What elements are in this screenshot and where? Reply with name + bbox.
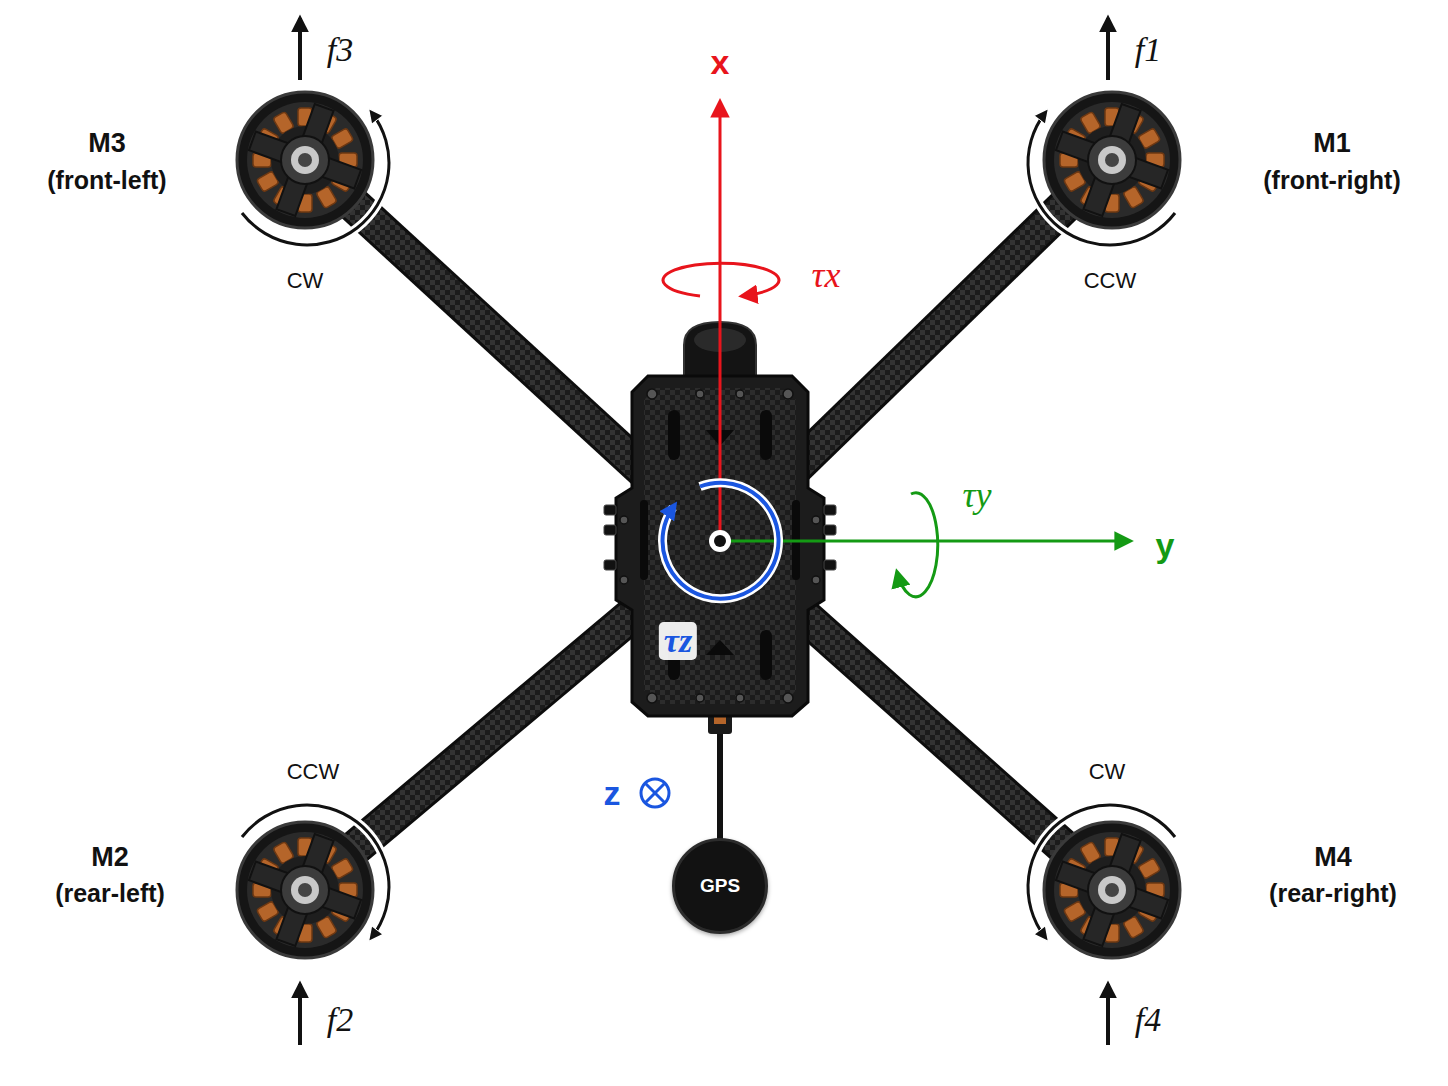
frame-arms xyxy=(305,160,1112,890)
body-axes xyxy=(663,102,1130,599)
motor xyxy=(233,88,1184,962)
torque-label: τy xyxy=(963,474,992,516)
motor-name: M4 xyxy=(1314,842,1352,873)
thrust-arrow xyxy=(300,18,1108,1045)
gps-module: GPS xyxy=(672,838,768,934)
torque-label: τz xyxy=(659,622,697,660)
motor-position: (rear-left) xyxy=(55,879,165,908)
node-label: GPS xyxy=(700,875,740,897)
force-label: f3 xyxy=(327,31,353,69)
motor-position: (rear-right) xyxy=(1269,879,1397,908)
motor-name: M1 xyxy=(1313,128,1351,159)
into-page-symbol xyxy=(641,779,669,807)
rotation-direction: CW xyxy=(287,268,324,294)
rotation-direction: CCW xyxy=(287,759,340,785)
motor-position: (front-left) xyxy=(47,166,166,195)
motor-name: M2 xyxy=(91,842,129,873)
rotation-direction: CCW xyxy=(1084,268,1137,294)
force-label: f1 xyxy=(1135,31,1161,69)
axis-label: x xyxy=(711,43,730,82)
rotation-direction: CW xyxy=(1089,759,1126,785)
axis-label: y xyxy=(1156,526,1175,565)
rotation-arrow xyxy=(242,113,1175,937)
axis-label: z xyxy=(604,774,621,813)
torque-label: τx xyxy=(812,254,841,296)
gps-cable xyxy=(708,712,732,842)
motor-position: (front-right) xyxy=(1263,166,1400,195)
force-label: f4 xyxy=(1135,1001,1161,1039)
force-label: f2 xyxy=(327,1001,353,1039)
motor-name: M3 xyxy=(88,128,126,159)
